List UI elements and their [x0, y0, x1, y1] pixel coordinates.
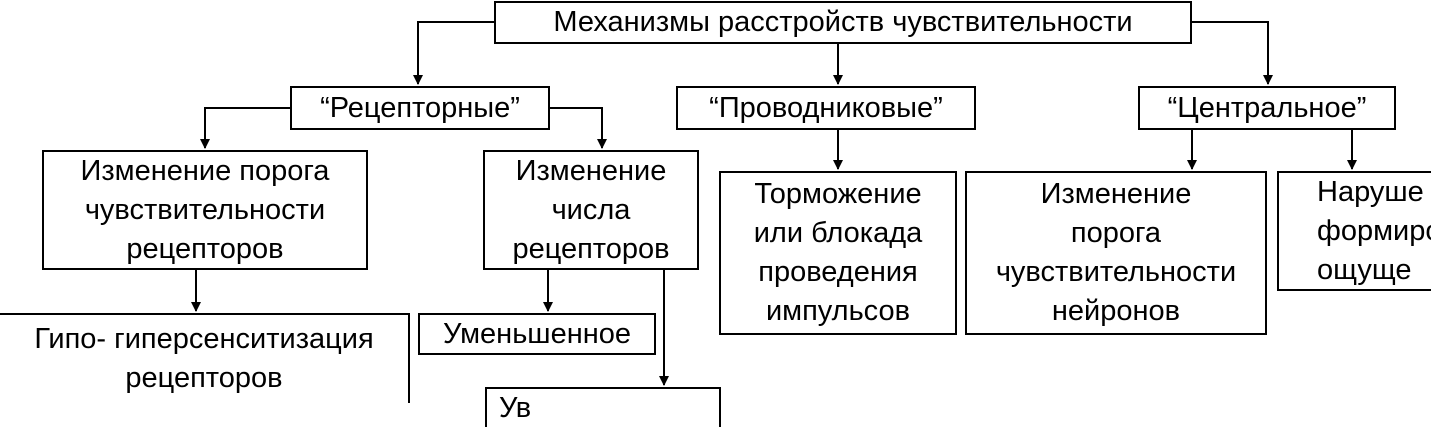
node-threshold-neurons: Изменение порога чувствительности нейрон…	[965, 171, 1267, 335]
node-root: Механизмы расстройств чувствительности	[494, 1, 1192, 44]
node-receptor: “Рецепторные”	[290, 86, 550, 130]
node-number-receptors: Изменение числа рецепторов	[483, 150, 699, 270]
connector-layer	[191, 21, 1357, 386]
edge-root-central	[1192, 21, 1273, 85]
edge-receptor-threshold	[200, 107, 290, 149]
node-increased: Ув	[485, 387, 721, 427]
node-inhibition: Торможение или блокада проведения импуль…	[719, 171, 957, 335]
edge-receptor-number	[550, 107, 607, 149]
node-conductor: “Проводниковые”	[676, 86, 976, 130]
node-sensation-disorder: Наруше формиро ощуще	[1277, 171, 1431, 291]
node-hypo-hyper: Гипо- гиперсенситизация рецепторов	[0, 313, 410, 403]
node-threshold-receptors: Изменение порога чувствительности рецепт…	[42, 150, 368, 270]
edge-root-receptor	[413, 21, 494, 85]
node-central: “Центральное”	[1138, 86, 1396, 130]
node-decreased: Уменьшенное	[418, 313, 656, 355]
